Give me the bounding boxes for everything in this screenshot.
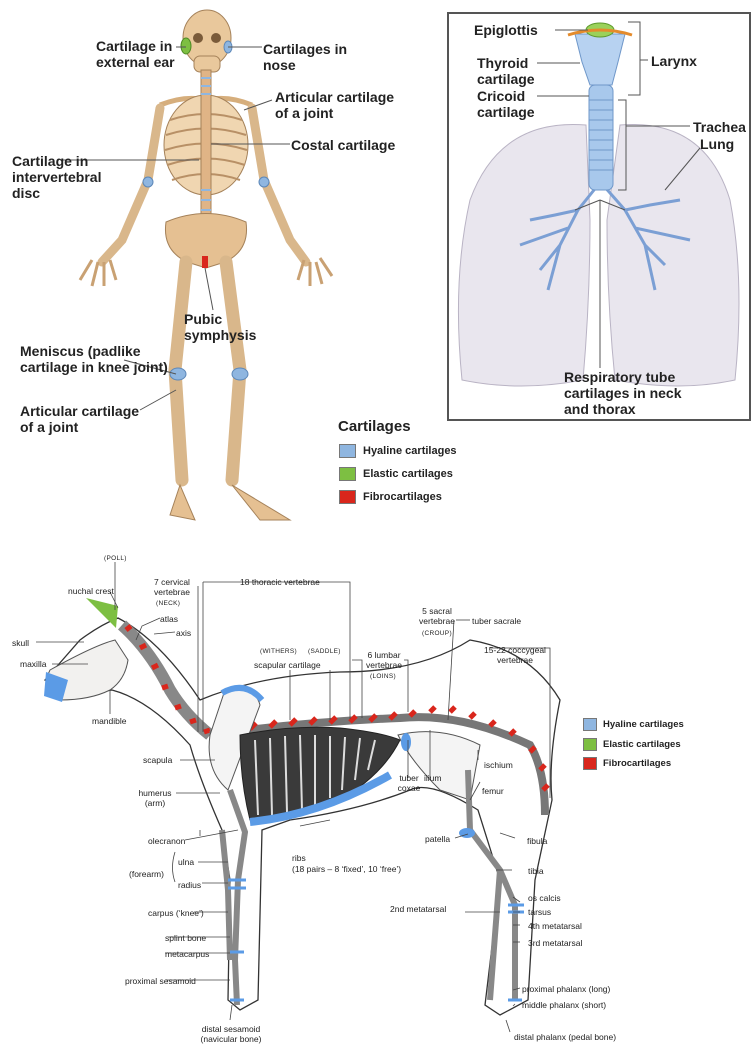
horse-cervical-vertebrae: [122, 625, 210, 735]
label-sacral-vertebrae: 5 sacral vertebrae: [417, 606, 457, 626]
horse-legend-fibro: Fibrocartilages: [583, 757, 671, 770]
label-articular-cartilage-top: Articular cartilage of a joint: [275, 89, 395, 121]
label-costal-cartilage: Costal cartilage: [291, 137, 411, 153]
label-carpus: carpus (‘knee’): [148, 908, 204, 918]
label-axis: axis: [176, 628, 191, 638]
label-meniscus: Meniscus (padlike cartilage in knee join…: [20, 343, 182, 375]
swatch-hyaline: [583, 718, 597, 731]
label-atlas: atlas: [160, 614, 178, 624]
label-os-calcis: os calcis: [528, 893, 561, 903]
human-legend-fibro: Fibrocartilages: [339, 490, 442, 504]
swatch-elastic: [583, 738, 597, 751]
label-nuchal-crest: nuchal crest: [68, 586, 114, 596]
label-fourth-metatarsal: 4th metatarsal: [528, 921, 582, 931]
human-skeleton: [80, 10, 332, 520]
label-ear-cartilage: Cartilage in external ear: [96, 38, 178, 70]
human-legend-title: Cartilages: [338, 418, 411, 435]
label-mandible: mandible: [92, 716, 127, 726]
label-trachea: Trachea: [693, 119, 746, 135]
human-ear-cartilage: [181, 38, 191, 54]
label-scapula: scapula: [143, 755, 172, 765]
label-middle-phalanx: middle phalanx (short): [522, 1000, 606, 1010]
label-metacarpus: metacarpus: [165, 949, 209, 959]
label-olecranon: olecranon: [148, 836, 185, 846]
label-femur: femur: [482, 786, 504, 796]
swatch-elastic: [339, 467, 356, 481]
label-loins: (LOINS): [370, 673, 396, 680]
label-neck: (NECK): [156, 600, 180, 607]
legend-label: Fibrocartilages: [603, 758, 671, 769]
label-croup: (CROUP): [422, 630, 452, 637]
label-pubic-symphysis: Pubic symphysis: [184, 311, 260, 343]
label-cricoid-cartilage: Cricoid cartilage: [477, 88, 539, 120]
human-legend-elastic: Elastic cartilages: [339, 467, 453, 481]
label-proximal-sesamoid: proximal sesamoid: [125, 976, 196, 986]
label-cervical-vertebrae: 7 cervical vertebrae: [146, 577, 198, 597]
label-scapular-cartilage: scapular cartilage: [254, 660, 321, 670]
label-lumbar-vertebrae: 6 lumbar vertebrae: [362, 650, 406, 670]
label-fibula: fibula: [527, 836, 547, 846]
label-ribs-note: (18 pairs – 8 ‘fixed’, 10 ‘free’): [292, 864, 401, 874]
label-thoracic-vertebrae: 18 thoracic vertebrae: [240, 577, 320, 587]
label-ischium: ischium: [484, 760, 513, 770]
label-third-metatarsal: 3rd metatarsal: [528, 938, 582, 948]
label-coccygeal-vertebrae: 15-22 coccygeal vertebrae: [476, 645, 554, 665]
label-ulna: ulna: [178, 857, 194, 867]
horse-tuber-coxae-cartilage: [401, 733, 411, 751]
swatch-fibro: [339, 490, 356, 504]
swatch-hyaline: [339, 444, 356, 458]
label-skull: skull: [12, 638, 29, 648]
human-pubic-symphysis: [202, 256, 208, 268]
label-articular-cartilage-bottom: Articular cartilage of a joint: [20, 403, 150, 435]
label-saddle: (SADDLE): [308, 648, 341, 655]
label-tibia: tibia: [528, 866, 544, 876]
label-larynx: Larynx: [651, 53, 697, 69]
label-patella: patella: [425, 834, 450, 844]
label-ribs: ribs: [292, 853, 306, 863]
label-humerus: humerus (arm): [135, 788, 175, 808]
label-distal-phalanx: distal phalanx (pedal bone): [514, 1032, 616, 1042]
label-intervertebral-cartilage: Cartilage in intervertebral disc: [12, 153, 117, 201]
horse-nuchal-crest: [86, 598, 118, 628]
label-poll: (POLL): [104, 555, 127, 562]
label-proximal-phalanx: proximal phalanx (long): [522, 984, 610, 994]
label-second-metatarsal: 2nd metatarsal: [390, 904, 446, 914]
label-splint-bone: splint bone: [165, 933, 206, 943]
label-thyroid-cartilage: Thyroid cartilage: [477, 55, 539, 87]
legend-label: Elastic cartilages: [603, 739, 681, 750]
label-radius: radius: [178, 880, 201, 890]
label-ilium: ilium: [424, 773, 441, 783]
label-tarsus: tarsus: [528, 907, 551, 917]
horse-hindlimb: [468, 770, 515, 1000]
label-withers: (WITHERS): [260, 648, 297, 655]
horse-forelimb: [222, 790, 245, 1005]
legend-label: Elastic cartilages: [363, 468, 453, 480]
human-legend-hyaline: Hyaline cartilages: [339, 444, 457, 458]
label-maxilla: maxilla: [20, 659, 46, 669]
label-forearm: (forearm): [129, 869, 164, 879]
swatch-fibro: [583, 757, 597, 770]
legend-label: Fibrocartilages: [363, 491, 442, 503]
label-tuber-coxae: tuber coxae: [396, 773, 422, 793]
label-lung: Lung: [700, 136, 734, 152]
label-tuber-sacrale: tuber sacrale: [472, 616, 521, 626]
label-respiratory-tube: Respiratory tube cartilages in neck and …: [564, 369, 694, 417]
legend-label: Hyaline cartilages: [603, 719, 684, 730]
horse-legend-hyaline: Hyaline cartilages: [583, 718, 684, 731]
label-distal-sesamoid: distal sesamoid (navicular bone): [190, 1024, 272, 1044]
label-epiglottis: Epiglottis: [474, 22, 538, 38]
label-nose-cartilages: Cartilages in nose: [263, 41, 353, 73]
horse-legend-elastic: Elastic cartilages: [583, 738, 681, 751]
legend-label: Hyaline cartilages: [363, 445, 457, 457]
